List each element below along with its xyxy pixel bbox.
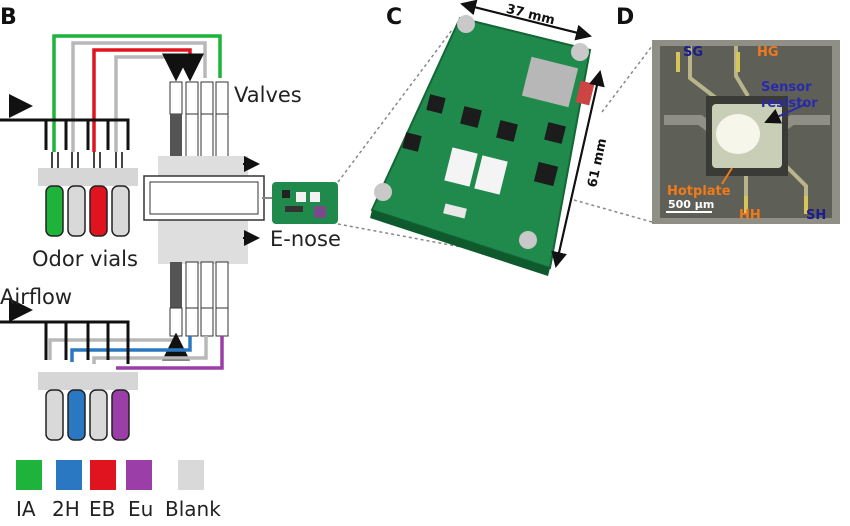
- lower-vials: [45, 389, 130, 441]
- hotplate-label: Hotplate: [667, 184, 731, 199]
- airflow-label: Airflow: [0, 285, 72, 309]
- width-dimension-label: 37 mm: [504, 2, 556, 29]
- height-dimension-label: 61 mm: [585, 137, 610, 189]
- enose-label: E-nose: [270, 227, 341, 251]
- sensor-label-line2: resistor: [761, 96, 818, 111]
- vial-holder-bottom: [38, 372, 138, 390]
- upper-vial-needles: [51, 152, 123, 168]
- panel-d-letter: D: [616, 5, 634, 30]
- upper-airflow: [0, 94, 130, 150]
- pad-hh-label: HH: [739, 208, 761, 223]
- lower-airflow: [0, 298, 130, 364]
- legend-swatch-2h: [56, 460, 82, 490]
- legend-swatch-eu: [126, 460, 152, 490]
- panel-c-letter: C: [386, 5, 402, 30]
- legend-label-blank: Blank: [165, 497, 221, 521]
- scale-bar-label: 500 µm: [668, 198, 714, 211]
- upper-tubing: [52, 34, 222, 152]
- vial-holder-top: [38, 168, 138, 186]
- pcb-board: [370, 15, 595, 276]
- pad-hg-label: HG: [757, 45, 779, 60]
- upper-vials: [45, 185, 130, 237]
- sensor-label-line1: Sensor: [761, 80, 812, 95]
- valve-column: [169, 81, 229, 161]
- legend-label-eu: Eu: [128, 497, 153, 521]
- pad-sh-label: SH: [806, 208, 826, 223]
- lower-tubing: [48, 332, 224, 370]
- zoom-lines-c-d: [573, 45, 653, 223]
- valves-label: Valves: [234, 83, 302, 107]
- legend-label-ia: IA: [16, 497, 36, 521]
- lower-valve-column: [169, 261, 229, 337]
- legend-swatch-eb: [90, 460, 116, 490]
- enose-thumbnail: [272, 182, 338, 224]
- legend: IA 2H EB Eu Blank: [16, 460, 221, 521]
- pad-sg-label: SG: [683, 45, 703, 60]
- odor-vials-label: Odor vials: [32, 247, 138, 271]
- zoom-lines-b-c: [337, 29, 521, 259]
- legend-label-2h: 2H: [52, 497, 80, 521]
- panel-b-letter: B: [0, 5, 17, 30]
- sensor-chamber: [143, 156, 272, 264]
- legend-label-eb: EB: [89, 497, 115, 521]
- chip-micrograph: [652, 40, 840, 224]
- legend-swatch-ia: [16, 460, 42, 490]
- legend-swatch-blank: [178, 460, 204, 490]
